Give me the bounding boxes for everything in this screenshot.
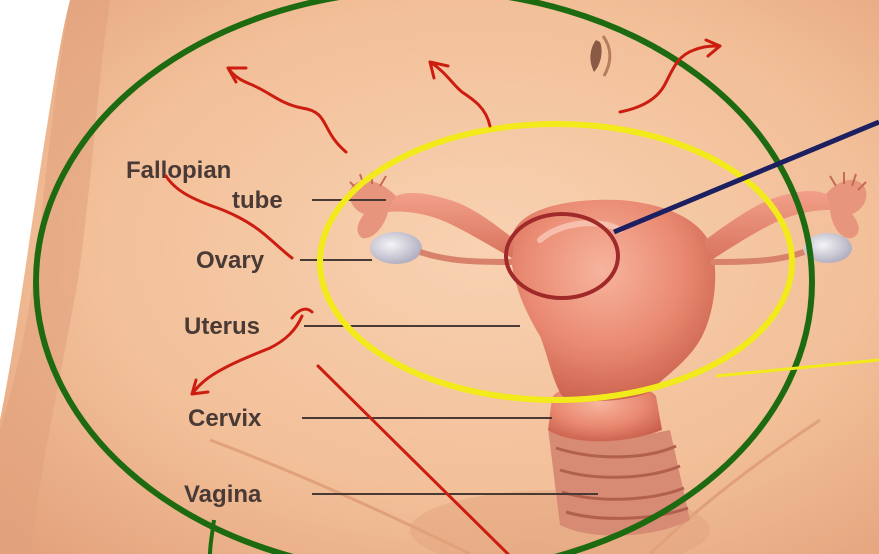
- label-fallopian-line2: tube: [232, 187, 283, 214]
- label-fallopian-line1: Fallopian: [126, 157, 231, 184]
- label-uterus: Uterus: [184, 313, 260, 340]
- label-cervix: Cervix: [188, 405, 262, 432]
- left-ovary: [370, 232, 422, 264]
- label-vagina: Vagina: [184, 481, 262, 508]
- label-ovary: Ovary: [196, 247, 265, 274]
